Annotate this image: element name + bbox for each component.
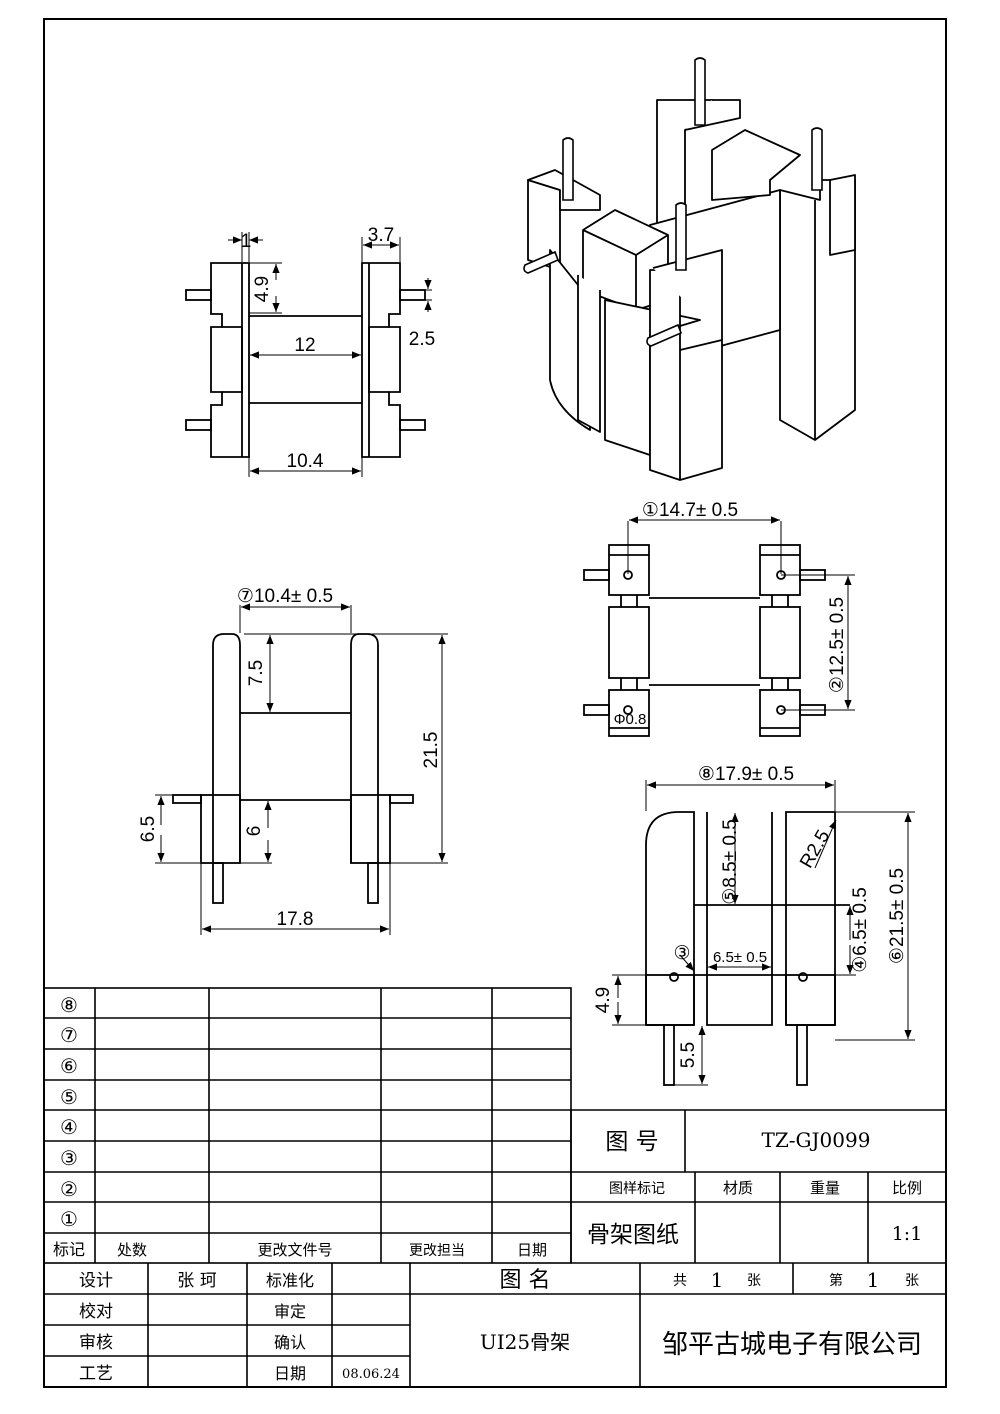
part-name: UI25骨架	[480, 1330, 570, 1354]
dim-8-5: ⑤8.5± 0.5	[720, 819, 741, 905]
dim-2-5: 2.5	[409, 329, 435, 350]
dim-6: 6	[244, 826, 265, 837]
standardization-label: 标准化	[266, 1271, 314, 1290]
revision-marks: ⑧ ⑦ ⑥ ⑤ ④ ③ ② ①	[60, 993, 78, 1231]
title-block-grid	[570, 1109, 946, 1264]
drawing-mark-label: 图样标记	[609, 1181, 665, 1197]
dim-5-5: 5.5	[678, 1042, 699, 1068]
dim-14-7: ①14.7± 0.5	[642, 500, 738, 521]
dim-4-9-front: 4.9	[593, 987, 614, 1013]
dim-21-5: 21.5	[421, 732, 442, 769]
company-name: 邹平古城电子有限公司	[662, 1330, 922, 1360]
sheet-suffix: 张	[905, 1273, 919, 1289]
header-mark: 标记	[53, 1240, 85, 1259]
header-date: 日期	[517, 1241, 547, 1259]
approve-label: 审定	[274, 1302, 306, 1321]
revision-table-grid	[43, 987, 572, 1264]
top-view	[185, 262, 426, 458]
pin-view	[583, 544, 826, 737]
revision-row-mark: ①	[60, 1207, 78, 1231]
side-view-dimensions	[155, 603, 448, 935]
dim-17-8: 17.8	[277, 909, 314, 930]
dim-12: 12	[294, 335, 315, 356]
total-sheets: 1	[711, 1268, 724, 1292]
isometric-pins	[523, 57, 823, 347]
revision-headers: 标记 处数 更改文件号 更改担当 日期	[53, 1240, 547, 1259]
drawing-number: TZ-GJ0099	[762, 1128, 871, 1152]
drawing-number-label: 图 号	[605, 1129, 658, 1155]
revision-row-mark: ④	[60, 1115, 78, 1139]
dim-r2-5: R2.5	[796, 827, 834, 872]
dim-1: 1	[241, 231, 252, 252]
check-label: 校对	[79, 1302, 113, 1322]
header-count: 处数	[117, 1241, 147, 1259]
top-view-dimensions	[228, 232, 432, 477]
isometric-view	[527, 99, 856, 481]
dim-10-4-tol: ⑦10.4± 0.5	[237, 586, 333, 607]
confirm-label: 确认	[274, 1333, 306, 1352]
front-view	[645, 811, 850, 1086]
scale-value: 1:1	[892, 1223, 923, 1245]
dim-7-5: 7.5	[246, 660, 267, 686]
review-label: 审核	[79, 1333, 113, 1353]
date-label: 日期	[274, 1364, 306, 1383]
date-value: 08.06.24	[342, 1367, 400, 1382]
dim-12-5: ②12.5± 0.5	[827, 597, 848, 693]
dim-6-5-window: 6.5± 0.5	[713, 949, 767, 966]
scale-label: 比例	[892, 1179, 922, 1197]
revision-row-mark: ②	[60, 1177, 78, 1201]
revision-row-mark: ③	[60, 1146, 78, 1170]
pin-view-dimensions	[627, 516, 855, 711]
revision-row-mark: ⑥	[60, 1054, 78, 1078]
total-suffix: 张	[747, 1273, 761, 1289]
dim-3-marker: ③	[673, 943, 690, 964]
header-change-doc: 更改文件号	[257, 1241, 332, 1259]
total-prefix: 共	[673, 1273, 687, 1289]
drawing-name-label: 图 名	[500, 1268, 551, 1293]
side-view	[172, 633, 414, 904]
dim-17-9: ⑧17.9± 0.5	[698, 764, 794, 785]
dim-phi-0-8: Φ0.8	[614, 711, 647, 728]
material-label: 材质	[723, 1179, 753, 1197]
dim-21-5-tol: ⑥21.5± 0.5	[887, 868, 908, 964]
sheet-border	[43, 18, 947, 1388]
front-view-dimensions	[612, 780, 915, 1086]
dim-10-4: 10.4	[287, 451, 324, 472]
revision-row-mark: ⑦	[60, 1023, 78, 1047]
design-label: 设计	[79, 1271, 113, 1291]
signoff-grid	[43, 1263, 946, 1387]
dim-4-9: 4.9	[252, 276, 273, 302]
revision-row-mark: ⑧	[60, 993, 78, 1017]
sheet-prefix: 第	[829, 1272, 843, 1289]
designer-name: 张 珂	[177, 1271, 216, 1291]
dim-3-7: 3.7	[368, 225, 394, 246]
drawing-mark-value: 骨架图纸	[587, 1222, 679, 1248]
weight-label: 重量	[810, 1179, 840, 1197]
header-owner: 更改担当	[409, 1243, 465, 1259]
revision-row-mark: ⑤	[60, 1085, 78, 1109]
dim-6-5-tol: ④6.5± 0.5	[850, 887, 871, 973]
process-label: 工艺	[79, 1364, 113, 1384]
dim-6-5: 6.5	[138, 816, 159, 842]
sheet-number: 1	[867, 1268, 880, 1292]
